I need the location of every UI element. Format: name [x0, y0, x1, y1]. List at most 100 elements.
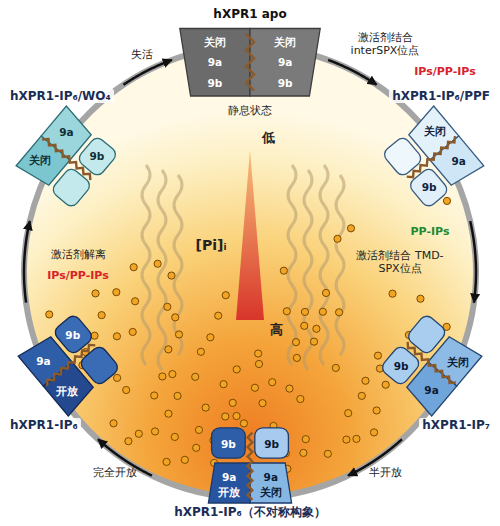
- phosphate-dot: [113, 289, 120, 296]
- state-title: hXPR1-IP₆/PPF: [389, 89, 493, 103]
- ligand-label: IPs/PP-IPs: [47, 269, 109, 282]
- domain-label: 9b: [394, 360, 409, 373]
- phosphate-dot: [443, 197, 450, 204]
- phosphate-dot: [358, 392, 365, 399]
- state-caption: 静息状态: [228, 104, 272, 117]
- domain-label: 9a: [424, 384, 438, 397]
- domain-label: 9a: [451, 155, 465, 168]
- phosphate-dot: [46, 311, 53, 318]
- phosphate-dot: [301, 322, 308, 329]
- protein-glyph: [378, 311, 482, 416]
- phosphate-dot: [169, 371, 176, 378]
- domain-label: 9a: [36, 354, 50, 367]
- domain-label: 9b: [221, 438, 236, 451]
- state-title: hXPR1 apo: [210, 7, 289, 21]
- helix: [158, 170, 166, 370]
- helix: [174, 175, 182, 355]
- gradient-label: 低: [262, 130, 275, 146]
- phosphate-dot: [151, 392, 158, 399]
- ligand-label: PP-IPs: [410, 225, 449, 238]
- phosphate-dot: [233, 366, 240, 373]
- phosphate-dot: [259, 400, 266, 407]
- phosphate-dot: [300, 449, 307, 456]
- phosphate-dot: [172, 314, 179, 321]
- phosphate-dot: [129, 328, 136, 335]
- phosphate-dot: [174, 392, 181, 399]
- phosphate-dot: [222, 292, 229, 299]
- phosphate-dot: [171, 433, 178, 440]
- protein-glyph: [180, 28, 320, 96]
- phosphate-dot: [373, 407, 380, 414]
- domain-label: 9b: [422, 181, 437, 194]
- transition-arrow: [470, 221, 476, 302]
- domain-label: 9b: [89, 150, 104, 163]
- phosphate-dot: [154, 260, 161, 267]
- phosphate-dot: [297, 395, 304, 402]
- spx-domain: [255, 428, 289, 458]
- phosphate-dot: [130, 264, 137, 271]
- phosphate-dot: [135, 430, 142, 437]
- phosphate-dot: [110, 420, 117, 427]
- phosphate-dot: [335, 309, 342, 316]
- state-node: hXPR1-IP₆/WO₄关闭9a9b: [5, 88, 150, 218]
- concentration-wedge: [236, 150, 264, 320]
- phosphate-dot: [382, 381, 389, 388]
- spx-domain: [50, 166, 92, 208]
- phosphate-dot: [389, 290, 396, 297]
- phosphate-dot: [310, 338, 317, 345]
- transition-arrow: [328, 60, 376, 85]
- tm-domain: [208, 463, 250, 503]
- domain-label: 开放: [56, 385, 78, 398]
- transition-arrow: [24, 221, 30, 302]
- phosphate-dot: [220, 381, 227, 388]
- phosphate-dot: [181, 456, 188, 463]
- domain-label: 9b: [278, 76, 293, 89]
- phosphate-dot: [353, 435, 360, 442]
- state-outline: [5, 88, 150, 218]
- phosphate-dot: [168, 272, 175, 279]
- domain-label: 9a: [222, 471, 236, 484]
- transition-label: 半开放: [369, 466, 402, 479]
- phosphate-dot: [417, 295, 424, 302]
- phosphate-dot: [192, 373, 199, 380]
- domain-label: 关闭: [447, 355, 469, 368]
- helix: [142, 165, 150, 365]
- helix-segment: [246, 34, 254, 91]
- phosphate-dot: [301, 308, 308, 315]
- helix: [288, 165, 296, 365]
- phosphate-dot: [197, 348, 204, 355]
- phosphate-dot: [319, 308, 326, 315]
- phosphate-dot: [163, 458, 170, 465]
- phosphate-dot: [151, 428, 158, 435]
- phosphate-dot: [322, 289, 329, 296]
- phosphate-dot: [293, 354, 300, 361]
- domain-label: 开放: [218, 486, 240, 499]
- phosphate-dot: [286, 385, 293, 392]
- transition-label: 激活剂结合 interSPX位点: [340, 31, 430, 57]
- phosphate-dot: [229, 399, 236, 406]
- domain-label: 关闭: [274, 36, 296, 49]
- cycle-ring: [24, 46, 476, 498]
- phosphate-dot: [280, 267, 287, 274]
- phosphate-dot: [98, 312, 105, 319]
- phosphate-ground: [24, 46, 476, 498]
- phosphate-dot: [165, 410, 172, 417]
- transition-arrow: [123, 60, 171, 85]
- phosphate-dot: [240, 420, 247, 427]
- transition-label: 完全开放: [93, 466, 137, 479]
- phosphate-dot: [159, 373, 166, 380]
- domain-label: 9b: [264, 438, 279, 451]
- phosphate-dot: [165, 346, 172, 353]
- phosphate-dot: [313, 325, 320, 332]
- state-outline: [350, 306, 495, 436]
- helix-segment: [248, 433, 253, 500]
- state-node: hXPR1-IP₆开放9a9b: [5, 306, 150, 436]
- state-node: hXPR1-IP₆（不对称构象）开放关闭9a9a9b9b: [155, 426, 345, 522]
- helix-segment: [407, 136, 458, 180]
- phosphate-dot: [195, 426, 202, 433]
- phosphate-dot: [343, 436, 350, 443]
- state-outline: [5, 306, 150, 436]
- phosphate-dot: [193, 444, 200, 451]
- domain-label: 9b: [65, 329, 80, 342]
- phosphate-dot: [332, 364, 339, 371]
